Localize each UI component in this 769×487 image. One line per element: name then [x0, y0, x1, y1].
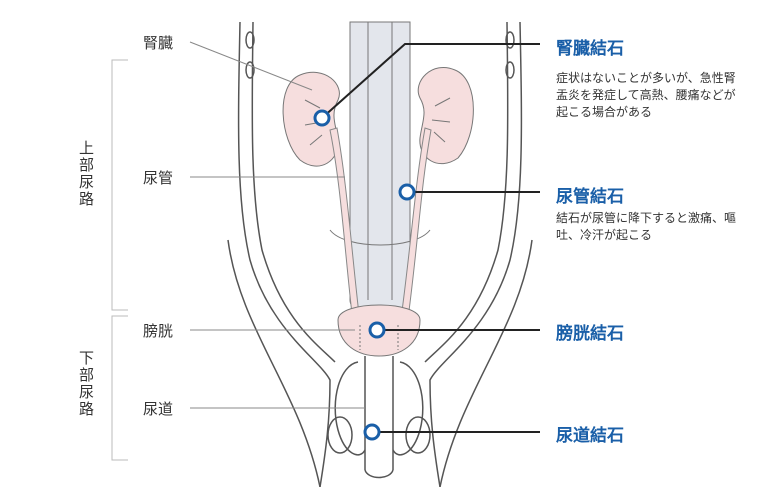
left-kidney: [282, 71, 340, 167]
urethra-stone-marker: [363, 423, 381, 441]
upper-tract-label: 上部尿路: [77, 140, 95, 208]
upper-tract-bracket: [111, 59, 128, 311]
bladder-stone-marker: [368, 321, 386, 339]
kidney-stone-leader: [321, 43, 540, 119]
stone-leaders: [321, 43, 540, 433]
right-kidney: [417, 67, 474, 164]
kidney-leader: [189, 41, 313, 91]
kidney-stone-marker: [313, 109, 331, 127]
kidney-label: 腎臓: [143, 34, 174, 52]
ureter-stone-marker: [398, 183, 416, 201]
body-outline: [227, 21, 533, 487]
bladder-stone-title: 膀胱結石: [556, 324, 624, 344]
ureter-stone-desc: 結石が尿管に降下すると激痛、嘔吐、冷汗が起こる: [556, 211, 737, 242]
lower-tract-bracket: [111, 315, 128, 461]
urethra-outline: [327, 356, 431, 479]
urethra-label: 尿道: [143, 400, 174, 418]
bladder-label: 膀胱: [143, 322, 174, 340]
kidney-stone-desc: 症状はないことが多いが、急性腎盂炎を発症して高熱、腰痛などが起こる場合がある: [556, 71, 736, 119]
organ-leaders: [189, 41, 365, 409]
urethra-stone-title: 尿道結石: [556, 426, 624, 446]
great-vessels: [329, 21, 431, 316]
stone-markers: [313, 109, 416, 441]
ureter-label: 尿管: [143, 169, 174, 187]
ureter-stone-title: 尿管結石: [556, 187, 624, 207]
kidney-stone-title: 腎臓結石: [556, 39, 624, 59]
lower-tract-label: 下部尿路: [77, 350, 95, 418]
